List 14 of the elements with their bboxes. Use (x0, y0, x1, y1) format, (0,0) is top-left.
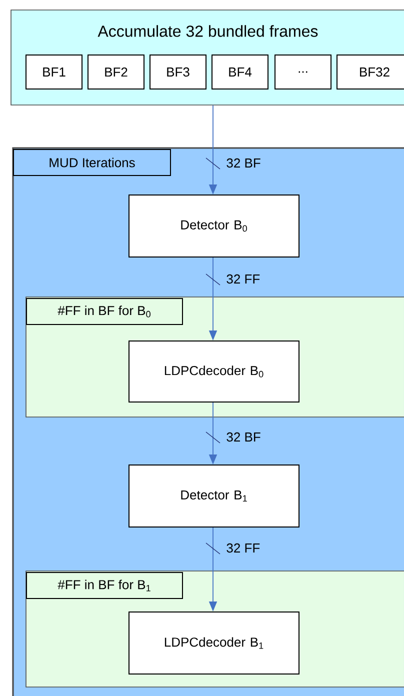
frame-box: BF4 (212, 54, 268, 90)
edge-label: 32 BF (225, 157, 262, 169)
edge-label: 32 FF (225, 273, 262, 285)
frame-box: BF32 (336, 54, 404, 90)
frame-box: BF2 (88, 54, 144, 90)
frame-box: BF1 (26, 54, 82, 90)
frame-box: ... (274, 54, 332, 90)
frame-box: BF3 (150, 54, 206, 90)
process-box: Detector B$_{0}$ (128, 194, 300, 258)
process-box: LDPCdecoder B$_{1}$ (128, 612, 300, 674)
process-box: LDPCdecoder B$_{0}$ (128, 340, 300, 402)
process-box: Detector B$_{1}$ (128, 464, 300, 528)
edge-label: 32 FF (225, 542, 262, 554)
edge-label: 32 BF (225, 431, 262, 443)
